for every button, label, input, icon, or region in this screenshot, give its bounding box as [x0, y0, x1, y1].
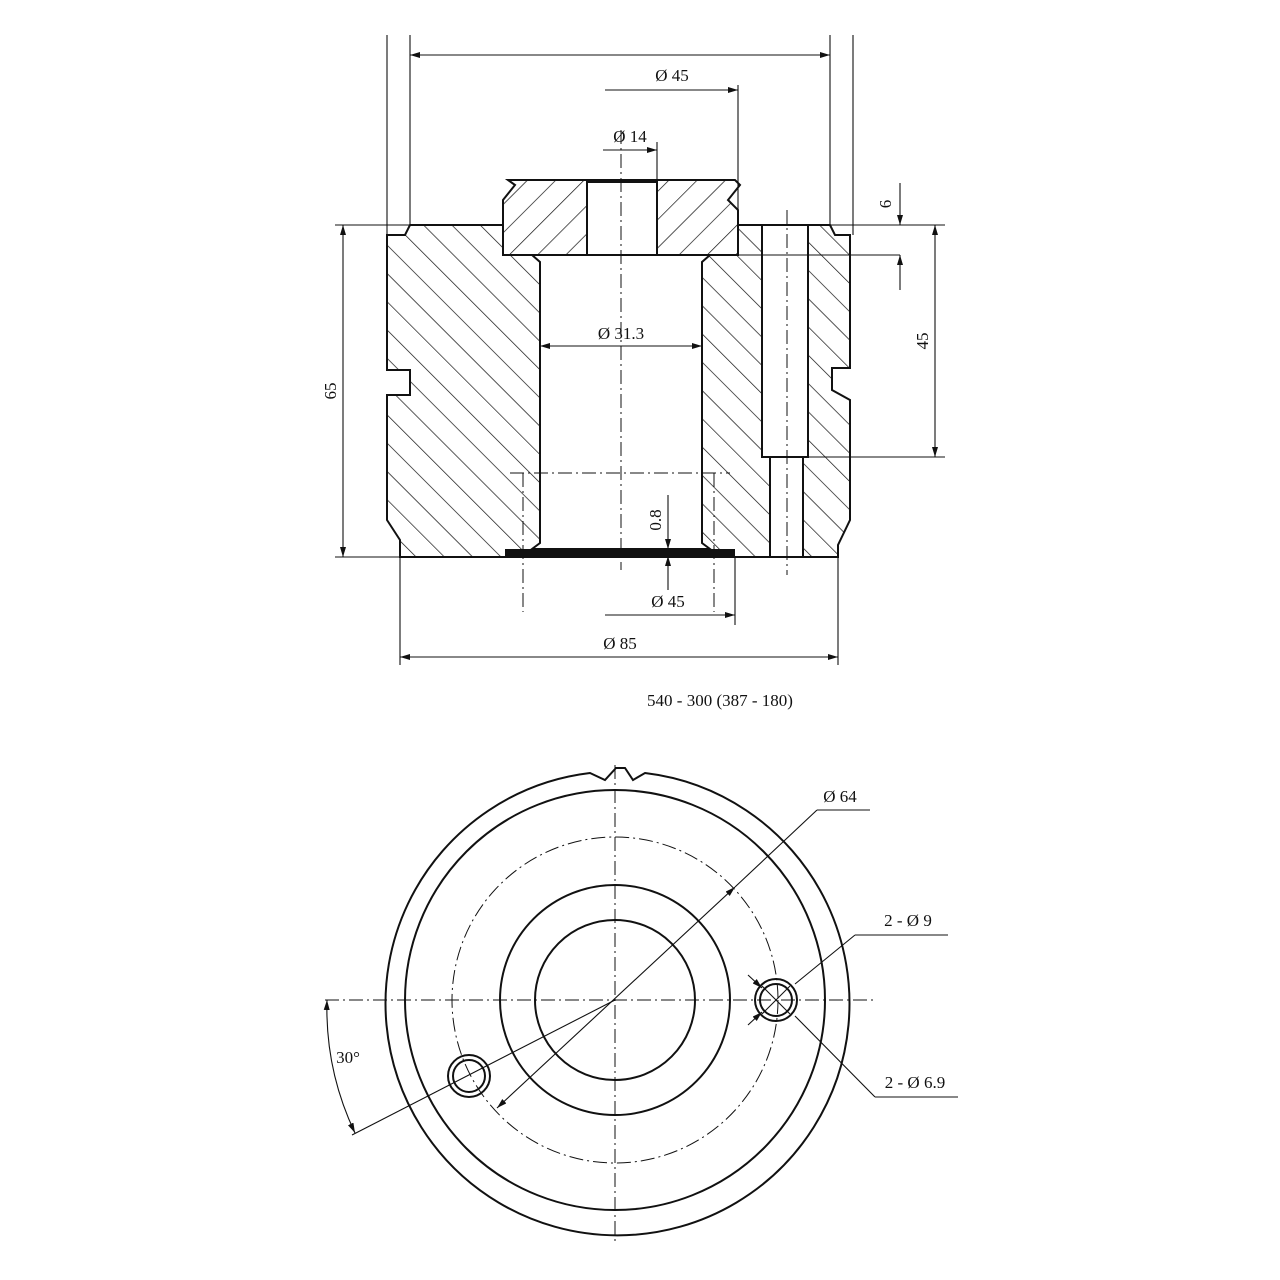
- outer-circle: [384, 767, 851, 1237]
- bottom-plate: [505, 549, 735, 556]
- dim-bottom-dia: Ø 45: [651, 592, 685, 611]
- cap-hole: [586, 181, 658, 256]
- dim-body-dia: Ø 85: [603, 634, 637, 653]
- dim-cap-hole-dia: Ø 14: [613, 127, 647, 146]
- dim-pitch-circle-dia: Ø 64: [823, 787, 857, 806]
- hole-left-inner: [452, 1059, 486, 1093]
- hole-right-outer: [754, 978, 798, 1022]
- hole-left-outer: [447, 1054, 491, 1098]
- dim-cap-height: 6: [876, 200, 895, 209]
- dim-hole-dia: 2 - Ø 9: [884, 911, 932, 930]
- dim-plate-thickness: 0.8: [646, 509, 665, 530]
- plan-view: Ø 64 2 - Ø 9 2 - Ø 6.9 30°: [323, 765, 958, 1245]
- dim-angle: 30°: [336, 1048, 360, 1067]
- section-view: Ø 45 Ø 14 6 45 65 Ø 31.3 0.8 Ø 45 Ø 85 5…: [321, 35, 945, 710]
- drawing-caption: 540 - 300 (387 - 180): [647, 691, 793, 710]
- dim-bore-dia: Ø 31.3: [598, 324, 644, 343]
- dim-total-height: 65: [321, 383, 340, 400]
- dim-top-outer-dia: Ø 45: [655, 66, 689, 85]
- dim-hole-depth: 45: [913, 333, 932, 350]
- dim-hole-inner-dia: 2 - Ø 6.9: [885, 1073, 945, 1092]
- pin-hole-upper: [761, 224, 809, 458]
